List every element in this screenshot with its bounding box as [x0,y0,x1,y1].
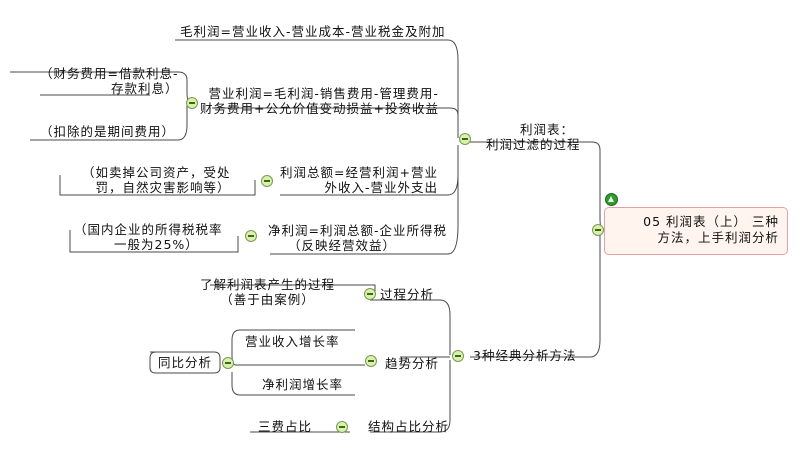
topic-three-fees[interactable]: 三费占比 [258,419,313,434]
non-operating-line-2: 罚，自然灾害影响等） [95,180,231,195]
topic-total-profit[interactable]: 利润总额=经营利润+营业 外收入-营业外支出 [280,165,438,195]
net-profit-line-1: 净利润=利润总额-企业所得税 [268,223,447,238]
topic-income-statement[interactable]: 利润表： 利润过滤的过程 [486,122,581,152]
total-profit-line-2: 外收入-营业外支出 [324,180,438,195]
topic-operating-profit[interactable]: 营业利润=毛利润-销售费用-管理费用- 财务费用+公允价值变动损益+投资收益 [200,86,439,116]
collapse-branch1-icon[interactable] [459,133,471,145]
collapse-branch2-icon[interactable] [452,350,464,362]
operating-profit-line-1: 营业利润=毛利润-销售费用-管理费用- [208,86,439,101]
root-topic[interactable]: 05 利润表（上） 三种 方法，上手利润分析 [604,207,788,255]
connector-root-branch1 [556,141,605,232]
note-period-expense[interactable]: （扣除的是期间费用） [40,124,176,139]
income-statement-line-1: 利润表： [520,122,575,137]
note-process[interactable]: 了解利润表产生的过程 （善于由案例） [200,277,335,307]
collapse-growth-icon[interactable] [222,357,234,369]
operating-profit-line-2: 财务费用+公允价值变动损益+投资收益 [200,101,439,116]
collapse-structure-icon[interactable] [336,421,348,433]
collapse-total-icon[interactable] [261,175,273,187]
note-income-tax[interactable]: （国内企业的所得税税率 一般为25%） [74,222,223,252]
income-statement-line-2: 利润过滤的过程 [486,137,581,152]
topic-gross-profit[interactable]: 毛利润=营业收入-营业成本-营业税金及附加 [180,24,446,39]
process-note-line-2: （善于由案例） [220,292,315,307]
expand-up-icon[interactable] [605,193,618,206]
yoy-box [149,351,221,374]
topic-net-profit-growth[interactable]: 净利润增长率 [262,377,344,392]
collapse-process-icon[interactable] [364,288,376,300]
connector-root-branch2 [470,231,601,358]
total-profit-line-1: 利润总额=经营利润+营业 [280,165,438,180]
process-note-line-1: 了解利润表产生的过程 [200,277,336,292]
root-line-2: 方法，上手利润分析 [657,230,779,245]
topic-revenue-growth[interactable]: 营业收入增长率 [245,334,340,349]
collapse-trend-icon[interactable] [365,355,377,367]
note-finance-cost[interactable]: （财务费用=借款利息- 存款利息） [40,66,179,96]
income-tax-line-2: 一般为25%） [114,237,199,252]
topic-net-profit[interactable]: 净利润=利润总额-企业所得税 （反映经营效益） [268,223,447,253]
collapse-operating-icon[interactable] [186,97,198,109]
finance-note-line-2: 存款利息） [110,81,179,96]
collapse-root-icon[interactable] [592,224,604,236]
net-profit-line-2: （反映经营效益） [288,238,397,253]
topic-process-analysis[interactable]: 过程分析 [380,287,435,302]
topic-three-methods[interactable]: 3种经典分析方法 [473,348,577,363]
income-tax-line-1: （国内企业的所得税税率 [74,222,223,237]
non-operating-line-1: （如卖掉公司资产，受处 [82,165,231,180]
root-line-1: 05 利润表（上） 三种 [643,214,779,229]
collapse-net-icon[interactable] [245,230,257,242]
topic-structure-analysis[interactable]: 结构占比分析 [368,419,450,434]
topic-yoy-analysis[interactable]: 同比分析 [158,355,213,370]
topic-trend-analysis[interactable]: 趋势分析 [385,356,440,371]
note-non-operating[interactable]: （如卖掉公司资产，受处 罚，自然灾害影响等） [82,165,231,195]
finance-note-line-1: （财务费用=借款利息- [40,66,179,81]
